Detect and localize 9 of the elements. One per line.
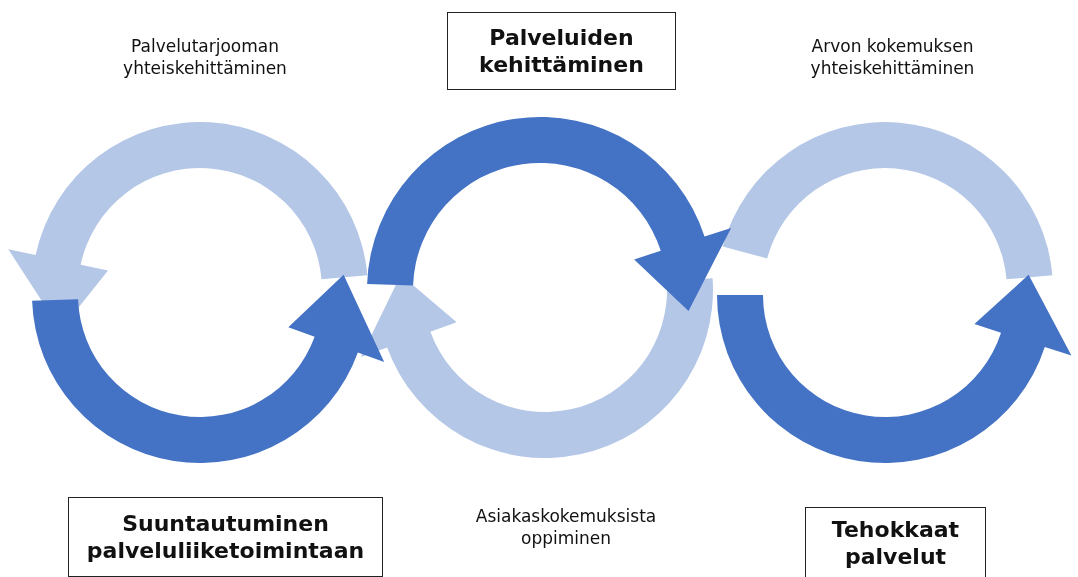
caption-text: Arvon kokemuksen yhteiskehittäminen [809,35,976,80]
text-box [447,12,676,90]
text-box [68,497,383,577]
box-title: Palveluiden kehittäminen [478,23,645,79]
text-box [805,507,986,577]
caption-text: Palvelutarjooman yhteiskehittäminen [122,35,288,80]
box-title: Suuntautuminen palveluliiketoimintaan [85,509,366,565]
caption-text: Asiakaskokemuksista oppiminen [474,505,658,550]
box-title: Tehokkaat palvelut [830,515,961,571]
